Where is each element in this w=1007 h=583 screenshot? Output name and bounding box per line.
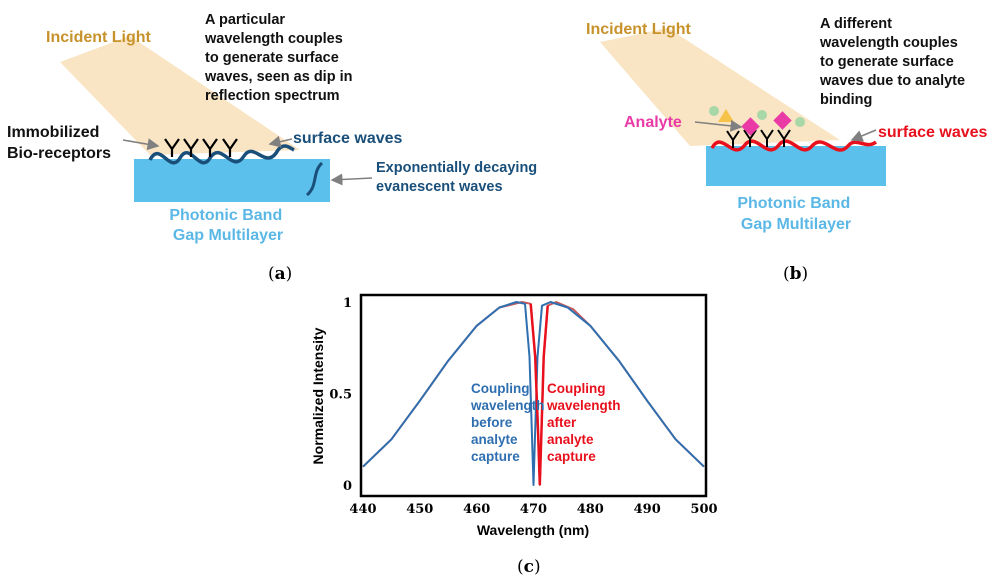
substrate-a xyxy=(134,159,330,202)
x-tick-labels: 440 450 460 470 480 490 500 xyxy=(349,502,717,517)
analyte-circle xyxy=(757,110,767,120)
surface-waves-label-b: surface waves xyxy=(878,124,988,141)
y-tick-label: 1 xyxy=(343,296,352,311)
x-tick-label: 460 xyxy=(463,502,490,517)
arrow-surface-waves-a xyxy=(268,135,293,148)
analyte-circle xyxy=(795,117,805,127)
bioreceptors-a xyxy=(164,138,238,157)
caption-a: (a) xyxy=(268,264,292,284)
arrow-surface-waves-b xyxy=(850,129,877,142)
x-tick-label: 440 xyxy=(349,502,376,517)
x-tick-label: 470 xyxy=(520,502,547,517)
evanescent-wave-a xyxy=(305,161,324,197)
panel-a: Incident Light A particular wavelength c… xyxy=(7,12,541,284)
arrow-bioreceptors-a xyxy=(122,138,160,151)
light-beam-a xyxy=(60,36,300,155)
x-tick-label: 450 xyxy=(406,502,433,517)
series-line-before xyxy=(362,301,705,486)
incident-light-label-b: Incident Light xyxy=(586,21,692,38)
description-b: A different wavelength couples to genera… xyxy=(819,16,969,108)
x-axis-label: Wavelength (nm) xyxy=(477,522,589,538)
description-a: A particular wavelength couples to gener… xyxy=(204,12,357,104)
caption-b: (b) xyxy=(783,264,808,284)
substrate-b xyxy=(706,146,886,186)
y-tick-label: 0.5 xyxy=(329,388,352,403)
bioreceptors-b xyxy=(726,129,791,148)
surface-wave-b xyxy=(710,139,878,152)
arrow-analyte-b xyxy=(694,119,743,132)
y-tick-labels: 00.51 xyxy=(329,296,352,494)
y-tick-label: 0 xyxy=(343,479,352,494)
substrate-label-b: Photonic Band Gap Multilayer xyxy=(737,195,854,233)
surface-waves-label-a: surface waves xyxy=(293,130,403,147)
x-tick-label: 500 xyxy=(690,502,717,517)
evanescent-label-a: Exponentially decaying evanescent waves xyxy=(376,160,541,195)
annotation-after: Coupling wavelength after analyte captur… xyxy=(546,381,624,464)
analyte-diamond xyxy=(741,117,760,136)
x-tick-label: 480 xyxy=(577,502,604,517)
chart-curves xyxy=(362,301,705,486)
x-tick-label: 490 xyxy=(634,502,661,517)
series-dip-after xyxy=(529,303,549,486)
incident-light-label-a: Incident Light xyxy=(46,29,152,46)
analyte-circle xyxy=(709,106,719,116)
annotation-before: Coupling wavelength before analyte captu… xyxy=(470,381,548,464)
substrate-label-a: Photonic Band Gap Multilayer xyxy=(169,207,286,244)
caption-c: (c) xyxy=(517,557,541,577)
bioreceptors-label-a: Immobilized Bio-receptors xyxy=(7,124,111,162)
surface-wave-a xyxy=(148,144,295,165)
analyte-diamond xyxy=(773,111,792,130)
analyte-label-b: Analyte xyxy=(624,114,682,131)
arrow-evanescent-a xyxy=(330,173,373,186)
panel-b: Incident Light A different wavelength co… xyxy=(586,16,988,284)
y-axis-label: Normalized Intensity xyxy=(310,327,326,464)
analyte-triangle xyxy=(718,109,734,122)
analyte-molecules-b xyxy=(709,106,805,136)
